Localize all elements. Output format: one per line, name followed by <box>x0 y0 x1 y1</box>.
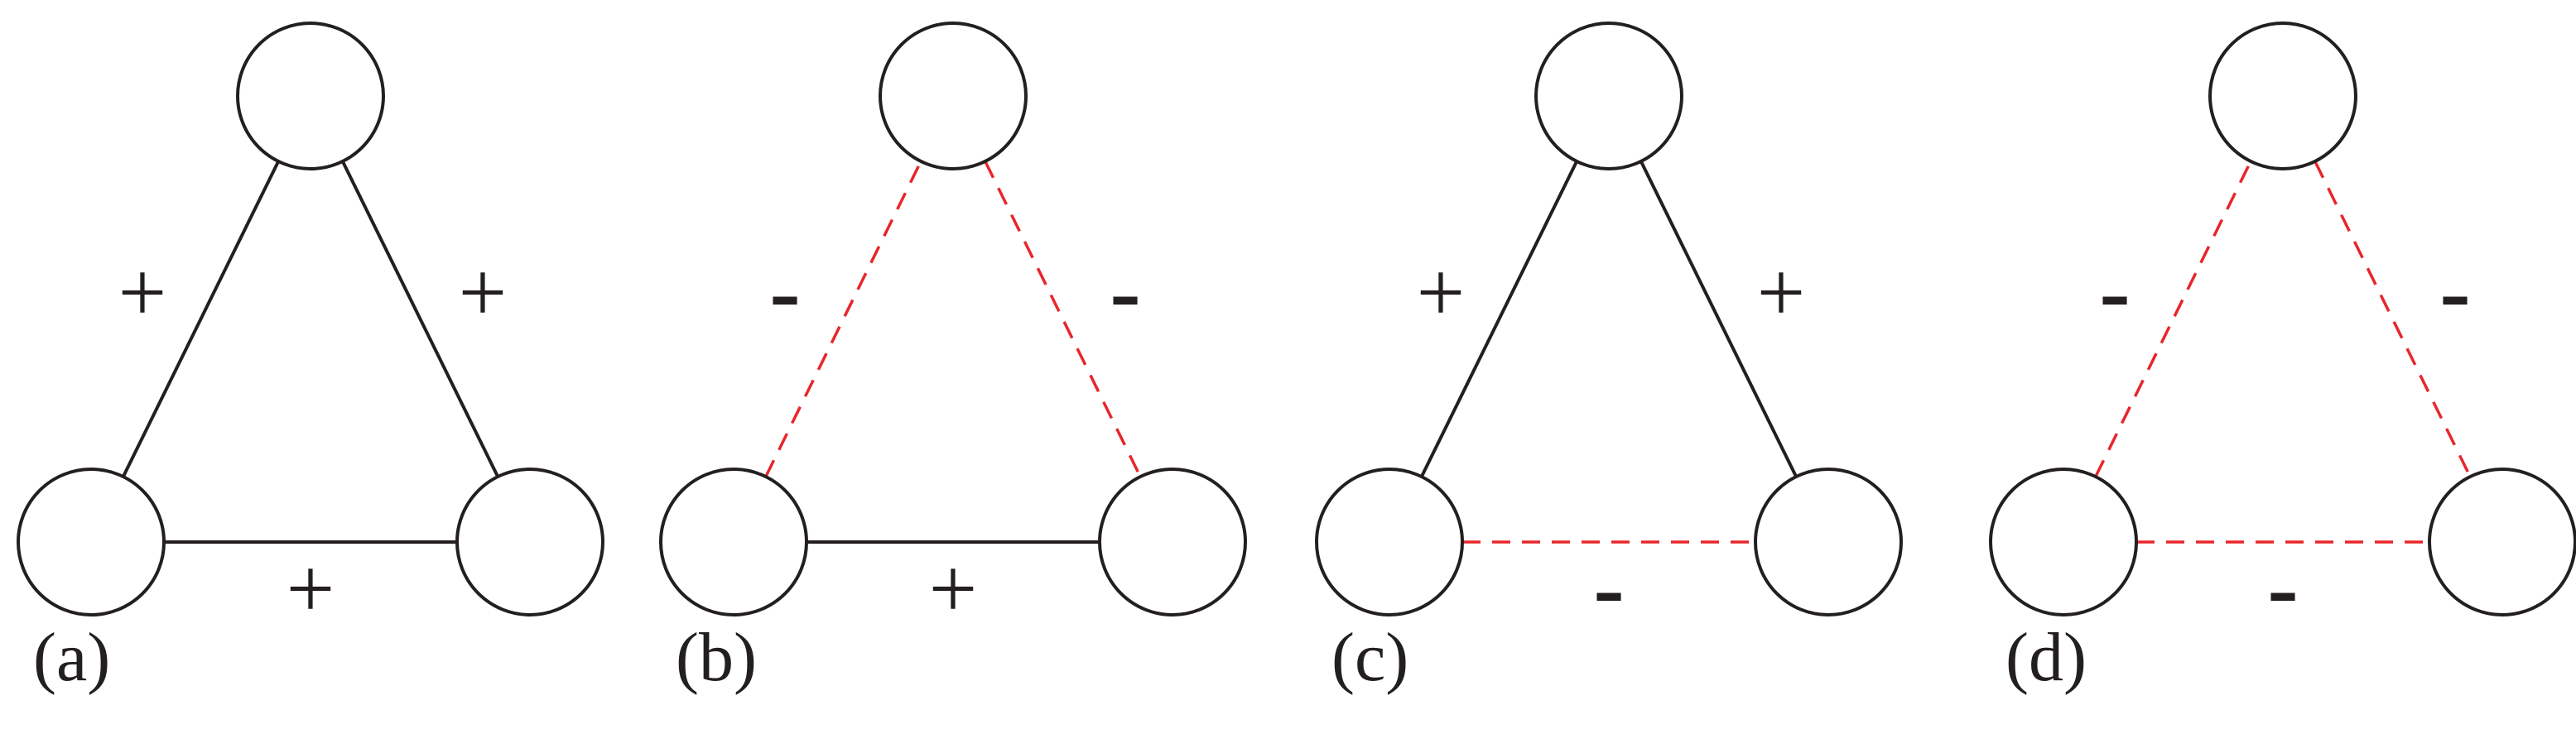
edge-left-positive <box>1420 161 1578 477</box>
node-top <box>879 22 1028 170</box>
edge-sign-bottom: - <box>2267 537 2298 640</box>
edge-sign-left: - <box>2099 241 2130 343</box>
edge-sign-right: - <box>2439 241 2470 343</box>
node-top <box>236 22 385 170</box>
edge-sign-right: + <box>1757 245 1806 340</box>
edge-sign-left: + <box>118 245 167 340</box>
panel-c: + + - (c) <box>1315 22 1903 696</box>
node-bottom-left <box>1315 468 1464 616</box>
node-bottom-right <box>1098 468 1247 616</box>
panel-label: (c) <box>1331 619 1408 696</box>
node-bottom-left <box>659 468 808 616</box>
edge-left-positive <box>122 161 280 477</box>
edge-sign-bottom: - <box>1593 537 1624 640</box>
panel-a: + + + (a) <box>17 22 604 696</box>
panel-label: (d) <box>2005 619 2087 696</box>
edge-sign-right: + <box>459 245 508 340</box>
panel-b: - - + (b) <box>659 22 1247 696</box>
edge-sign-left: - <box>769 241 800 343</box>
node-bottom-right <box>1754 468 1903 616</box>
panel-label: (b) <box>676 619 757 696</box>
node-top <box>2208 22 2357 170</box>
node-top <box>1534 22 1683 170</box>
edge-sign-bottom: + <box>286 541 335 636</box>
edge-right-positive <box>341 161 499 477</box>
panel-label: (a) <box>33 619 110 696</box>
edge-sign-left: + <box>1417 245 1466 340</box>
node-bottom-left <box>17 468 166 616</box>
node-bottom-right <box>2428 468 2576 616</box>
edge-right-positive <box>1639 161 1798 477</box>
edge-sign-right: - <box>1110 241 1140 343</box>
panel-d: - - - (d) <box>1989 22 2576 696</box>
edge-sign-bottom: + <box>929 541 978 636</box>
node-bottom-right <box>455 468 604 616</box>
node-bottom-left <box>1989 468 2138 616</box>
